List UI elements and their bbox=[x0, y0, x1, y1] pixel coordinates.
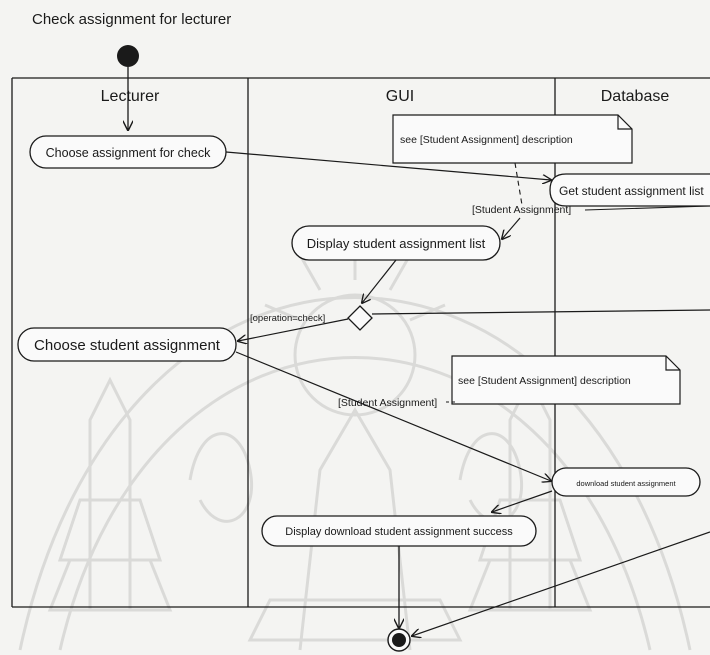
action-choose-assignment-for-check: Choose assignment for check bbox=[29, 135, 227, 169]
svg-text:see [Student Assignment] descr: see [Student Assignment] description bbox=[400, 134, 573, 146]
note-student-assignment-2: see [Student Assignment] description bbox=[451, 355, 681, 405]
action-display-download-success: Display download student assignment succ… bbox=[261, 515, 537, 547]
flow-decision-right bbox=[371, 309, 710, 315]
flow-choose-student-to-download bbox=[235, 351, 551, 481]
flow-right-to-final bbox=[412, 531, 710, 636]
action-choose-student-assignment: Choose student assignment bbox=[17, 327, 237, 362]
swimlanes bbox=[11, 77, 710, 608]
object-student-assignment-1: [Student Assignment] bbox=[472, 204, 571, 216]
watermark-seal bbox=[18, 240, 692, 651]
flow-decision-to-choose-student bbox=[238, 318, 349, 341]
note-student-assignment-1: see [Student Assignment] description bbox=[392, 114, 633, 164]
initial-node bbox=[117, 45, 139, 67]
lane-gui: GUI bbox=[386, 88, 414, 105]
flow-get-list-to-object1 bbox=[584, 205, 710, 211]
action-download-student-assignment: download student assignment bbox=[551, 467, 701, 497]
flow-object1-to-display-list bbox=[502, 217, 521, 239]
decision-node bbox=[347, 305, 373, 331]
diagram-title: Check assignment for lecturer bbox=[32, 11, 231, 28]
svg-text:Display student assignment lis: Display student assignment list bbox=[307, 236, 486, 251]
action-display-student-assignment-list: Display student assignment list bbox=[291, 225, 501, 261]
svg-text:see [Student Assignment] descr: see [Student Assignment] description bbox=[458, 375, 631, 387]
lane-database: Database bbox=[601, 88, 670, 105]
lane-lecturer: Lecturer bbox=[101, 88, 160, 105]
note1-anchor bbox=[514, 162, 523, 206]
flow-choose-to-get-list bbox=[225, 151, 551, 180]
svg-text:Choose assignment for check: Choose assignment for check bbox=[46, 146, 211, 160]
flow-download-to-success bbox=[492, 490, 553, 512]
svg-text:Choose student assignment: Choose student assignment bbox=[34, 337, 221, 354]
flow-display-list-to-decision bbox=[362, 259, 397, 303]
svg-text:Display download student assig: Display download student assignment succ… bbox=[285, 526, 513, 538]
final-node bbox=[387, 628, 411, 652]
guard-operation-check: [operation=check] bbox=[250, 313, 325, 324]
action-get-student-assignment-list: Get student assignment list bbox=[549, 173, 710, 207]
object-student-assignment-2: [Student Assignment] bbox=[338, 397, 437, 409]
svg-text:Get student assignment list: Get student assignment list bbox=[559, 184, 704, 198]
svg-text:download student assignment: download student assignment bbox=[576, 479, 676, 488]
